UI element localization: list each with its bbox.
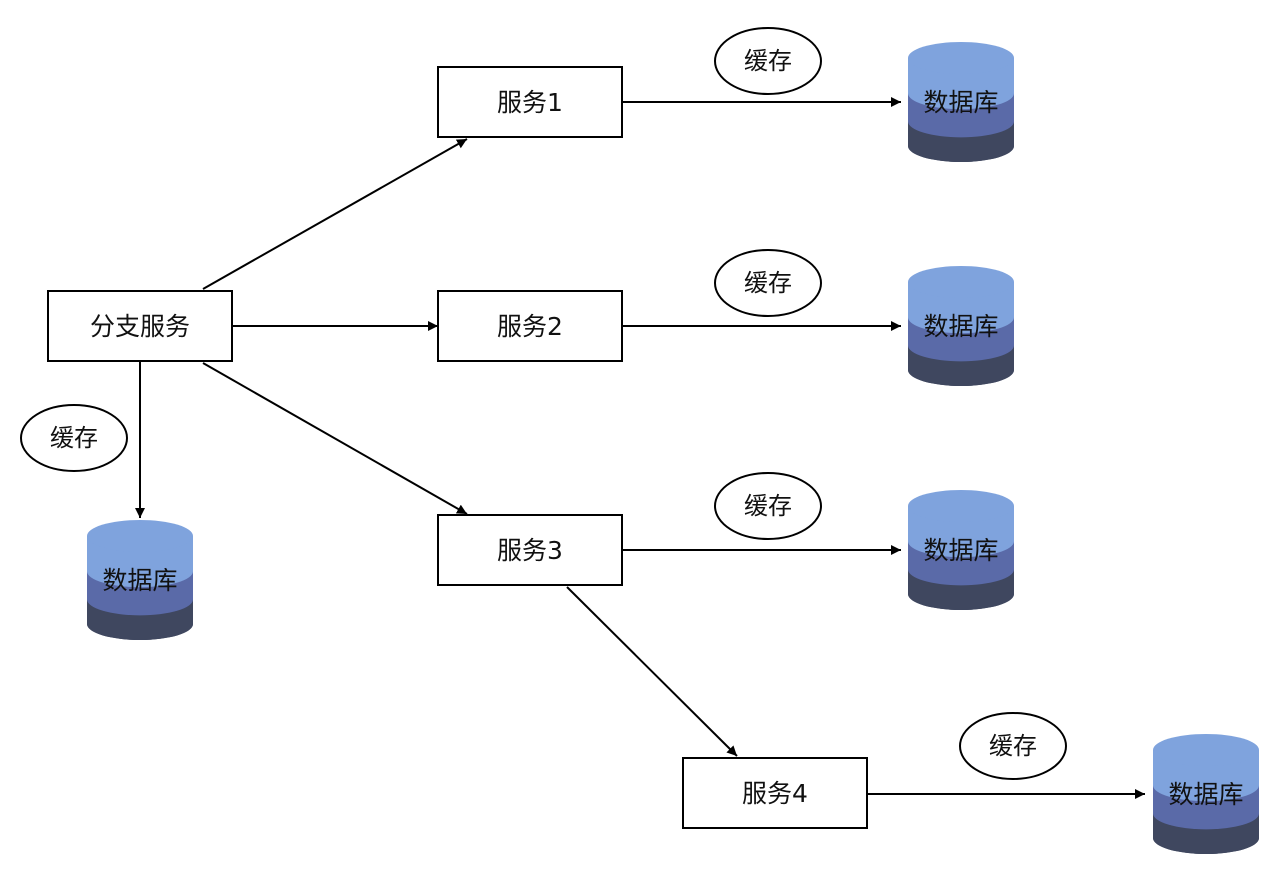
database-service3: 数据库: [908, 490, 1014, 610]
cache-service3-label: 缓存: [744, 492, 792, 520]
database-service4: 数据库: [1153, 734, 1259, 854]
cache-service2-label: 缓存: [744, 269, 792, 297]
cache-service4-label: 缓存: [989, 732, 1037, 760]
edge-branch-to-service3: [202, 362, 468, 515]
database-service2-label: 数据库: [923, 312, 998, 341]
database-service2: 数据库: [908, 266, 1014, 386]
service1-node: 服务1: [437, 66, 623, 138]
edge-branch-to-service1: [202, 138, 468, 290]
database-service1-label: 数据库: [923, 88, 998, 117]
service2-label: 服务2: [497, 312, 563, 341]
service3-label: 服务3: [497, 536, 563, 565]
service4-label: 服务4: [742, 779, 808, 808]
database-service4-label: 数据库: [1168, 780, 1243, 809]
service2-node: 服务2: [437, 290, 623, 362]
branch-service-node: 分支服务: [47, 290, 233, 362]
database-service3-label: 数据库: [923, 536, 998, 565]
database-branch: 数据库: [87, 520, 193, 640]
cache-service3: 缓存: [714, 472, 822, 540]
service1-label: 服务1: [497, 88, 563, 117]
edge-service3-to-service4: [566, 586, 738, 757]
branch-service-label: 分支服务: [90, 312, 190, 341]
cache-branch-label: 缓存: [50, 424, 98, 452]
cache-service4: 缓存: [959, 712, 1067, 780]
cache-service2: 缓存: [714, 249, 822, 317]
database-branch-label: 数据库: [102, 566, 177, 595]
service4-node: 服务4: [682, 757, 868, 829]
cache-service1: 缓存: [714, 27, 822, 95]
cache-service1-label: 缓存: [744, 47, 792, 75]
edges: [135, 97, 1145, 799]
service3-node: 服务3: [437, 514, 623, 586]
database-service1: 数据库: [908, 42, 1014, 162]
cache-branch: 缓存: [20, 404, 128, 472]
